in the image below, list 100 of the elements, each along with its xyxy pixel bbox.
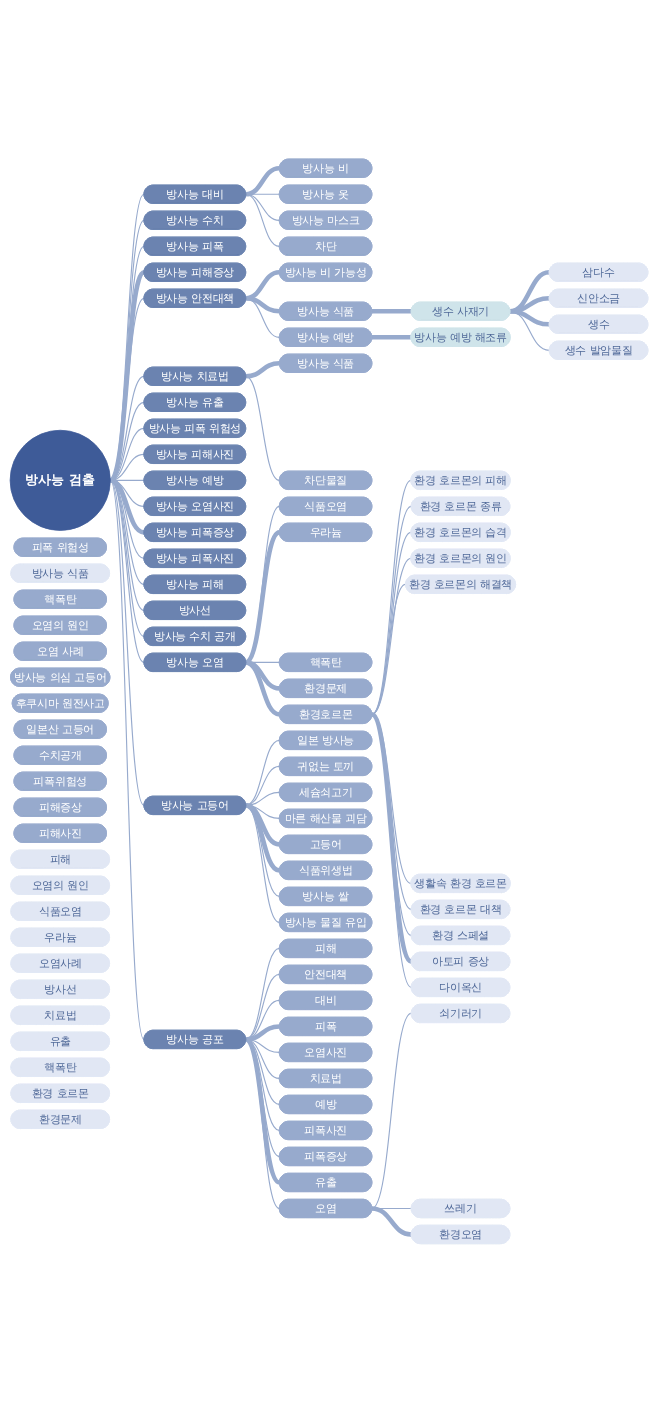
circle-node: 마른 해산물 괴담 [278, 808, 373, 828]
circle-node: 식품오염 [10, 901, 110, 921]
circle-node: 환경 호르몬 [10, 1083, 110, 1103]
circle-node: 유출 [278, 1172, 373, 1192]
connector-line [244, 530, 281, 664]
circle-node: 다이옥신 [410, 977, 511, 997]
circle-node: 환경 호르몬의 해결책 [405, 574, 516, 594]
circle-node: 예방 [278, 1094, 373, 1114]
circle-node: 생수 [548, 314, 649, 334]
circle-node: 방사능 수치 [143, 210, 247, 230]
circle-node: 방사능 식품 [278, 301, 373, 321]
circle-node: 방사능 예방 [278, 327, 373, 347]
circle-node: 생활속 환경 호르몬 [410, 873, 511, 893]
circle-node: 방사능 수치 공개 [143, 626, 247, 646]
circle-node: 차단물질 [278, 470, 373, 490]
circle-node: 방사능 피폭증상 [143, 522, 247, 542]
circle-node: 방사능 의심 고등어 [10, 667, 111, 687]
circle-node: 치료법 [278, 1068, 373, 1088]
circle-node: 아토피 증상 [410, 951, 511, 971]
circle-node: 신안소금 [548, 288, 649, 308]
circle-node: 방사능 안전대책 [143, 288, 247, 308]
connector-line [371, 334, 411, 340]
circle-node: 고등어 [278, 834, 373, 854]
connector-line [371, 1205, 412, 1237]
circle-node: 오염 사례 [13, 641, 107, 661]
circle-node: 방사능 피해증상 [143, 262, 247, 282]
circle-node: 귀없는 토끼 [278, 756, 373, 776]
circle-node: 방사능 오염사진 [143, 496, 247, 516]
circle-node: 환경 호르몬의 습격 [410, 522, 511, 542]
connector-line [245, 1023, 280, 1042]
circle-node: 오염 [278, 1198, 373, 1218]
circle-node: 대비 [278, 990, 373, 1010]
circle-node: 식품위생법 [278, 860, 373, 880]
circle-node: 방사능 물질 유입 [278, 912, 373, 932]
connector-line [245, 295, 280, 314]
circle-node: 환경 스페셜 [410, 925, 511, 945]
connector-line [245, 802, 280, 847]
circle-node: 오염사진 [278, 1042, 373, 1062]
circle-node: 환경문제 [10, 1109, 110, 1129]
circle-node: 피해사진 [13, 823, 107, 843]
circle-node: 방사능 비 가능성 [278, 262, 373, 282]
circle-node: 방사능 피해 [143, 574, 247, 594]
circle-node: 피폭 [278, 1016, 373, 1036]
circle-node: 방사능 오염 [143, 652, 247, 672]
circle-node: 환경호르몬 [278, 704, 373, 724]
circle-node: 환경 호르몬 종류 [410, 496, 511, 516]
circle-node: 안전대책 [278, 964, 373, 984]
circle-node: 방사능 검출 [9, 429, 111, 531]
circle-node: 방사선 [143, 600, 247, 620]
circle-node: 유출 [10, 1031, 110, 1051]
circle-node: 세슘쇠고기 [278, 782, 373, 802]
connector-line [371, 308, 412, 314]
circle-node: 일본 방사능 [278, 730, 373, 750]
circle-node: 식품오염 [278, 496, 373, 516]
circle-node: 방사능 피해사진 [143, 444, 247, 464]
circle-node: 피해증상 [13, 797, 107, 817]
circle-node: 생수 발암물질 [548, 340, 649, 360]
circle-node: 방사능 고등어 [143, 795, 247, 815]
circle-node: 쇠기러기 [410, 1003, 511, 1023]
connector-line [245, 165, 280, 197]
connector-line [509, 308, 550, 327]
connector-line [244, 802, 281, 873]
circle-node: 피폭 위험성 [13, 537, 107, 557]
circle-node: 방사능 대비 [143, 184, 247, 204]
circle-node: 환경 호르몬 대책 [410, 899, 511, 919]
circle-node: 방사능 마스크 [278, 210, 373, 230]
circle-node: 일본산 고등어 [13, 719, 107, 739]
circle-node: 피폭위험성 [13, 771, 107, 791]
circle-node: 우라늄 [278, 522, 373, 542]
circle-node: 차단 [278, 236, 373, 256]
circle-node: 핵폭탄 [10, 1057, 110, 1077]
circle-node: 삼다수 [548, 262, 649, 282]
circle-node: 방사능 식품 [10, 563, 110, 583]
circle-node: 후쿠시마 원전사고 [11, 693, 109, 713]
circle-node: 쓰레기 [410, 1198, 511, 1218]
circle-node: 피해 [278, 938, 373, 958]
circle-node: 방사능 공포 [143, 1029, 247, 1049]
circle-node: 환경오염 [410, 1224, 511, 1244]
circle-node: 방사능 옷 [278, 184, 373, 204]
circle-node: 오염의 원인 [13, 615, 107, 635]
circle-node: 환경 호르몬의 원인 [410, 548, 511, 568]
circle-node: 환경문제 [278, 678, 373, 698]
circle-node: 피폭증상 [278, 1146, 373, 1166]
circle-node: 방사능 식품 [278, 353, 373, 373]
circle-node: 방사능 예방 [143, 470, 247, 490]
circle-node: 피폭사진 [278, 1120, 373, 1140]
circle-node: 오염사례 [10, 953, 110, 973]
circle-node: 핵폭탄 [278, 652, 373, 672]
circle-node: 방사능 피폭 [143, 236, 247, 256]
circle-node: 방사능 유출 [143, 392, 247, 412]
circle-node: 오염의 원인 [10, 875, 110, 895]
circle-node: 방사능 쌀 [278, 886, 373, 906]
circle-node: 피해 [10, 849, 110, 869]
connector-line [245, 360, 280, 379]
circle-node: 방사능 예방 해조류 [410, 327, 511, 347]
circle-node: 우라늄 [10, 927, 110, 947]
circle-node: 방사능 비 [278, 158, 373, 178]
connector-line [245, 375, 280, 481]
circle-node: 생수 사재기 [410, 301, 511, 321]
circle-node: 수치공개 [13, 745, 107, 765]
